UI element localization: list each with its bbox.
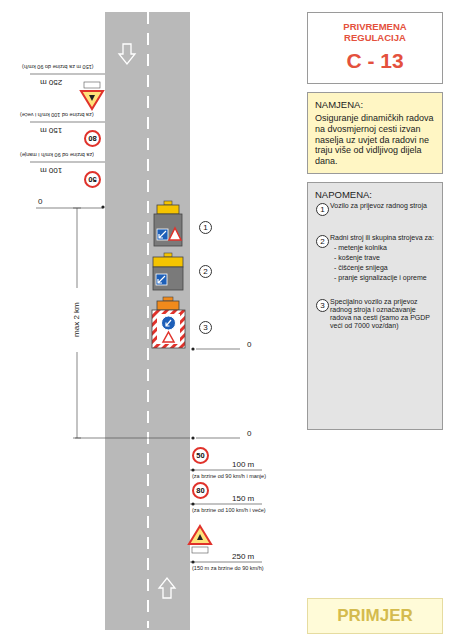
node-text: 50 — [88, 176, 96, 184]
callout-circle: 1 — [316, 203, 329, 216]
callout-circle: 2 — [316, 235, 329, 248]
distance-label: 0 — [247, 429, 251, 438]
marker-dots — [101, 205, 194, 563]
distance-label: 0 — [247, 340, 251, 349]
distance-label: (za brzine od 90 km/h i manje) — [192, 473, 266, 479]
distance-label: - pranje signalizacije i opreme — [334, 274, 427, 282]
node-text: 3 — [320, 302, 324, 310]
watermark-box: PRIMJER — [307, 598, 443, 634]
node-text: 2 — [320, 238, 324, 246]
center-line — [147, 12, 149, 628]
node-text: 80 — [88, 135, 96, 143]
warning-sign — [81, 82, 103, 109]
warning-sign — [189, 526, 211, 553]
node-text: 1 — [203, 224, 207, 232]
distance-label: (za brzine od 100 km/h i veće) — [20, 112, 94, 118]
distance-label: (za brzine od 90 km/h i manje) — [20, 152, 94, 158]
distance-label: 100 m — [232, 460, 254, 469]
transport-vehicle — [154, 201, 182, 246]
node-text: 2 — [203, 268, 207, 276]
node-text: 80 — [196, 487, 204, 495]
leader-lines — [30, 74, 262, 562]
speed-limit-sign: 80 — [84, 130, 101, 147]
callout-circle: 3 — [316, 299, 329, 312]
title-box: PRIVREMENA REGULACIJA C - 13 — [307, 12, 443, 84]
callout-circle: 2 — [199, 265, 212, 278]
distance-label: 250 m — [40, 78, 62, 87]
direction-arrow — [119, 44, 135, 64]
distance-label: (150 m za brzine do 90 km/h) — [22, 64, 94, 70]
purpose-box: NAMJENA: Osiguranje dinamičkih radova na … — [307, 92, 443, 174]
distance-label: - metenje kolnika — [334, 244, 387, 252]
node-text: PRIMJER — [312, 606, 438, 626]
distance-label: 0 — [38, 197, 42, 206]
distance-label: 250 m — [232, 552, 254, 561]
road — [105, 12, 190, 630]
node-text: 3 — [203, 324, 207, 332]
speed-limit-sign: 50 — [84, 171, 101, 188]
direction-arrow — [159, 578, 175, 598]
special-vehicle — [152, 297, 185, 348]
node-text: 50 — [196, 452, 204, 460]
node-text: PRIVREMENA REGULACIJA — [315, 21, 435, 43]
node-text: NAMJENA: — [315, 99, 435, 110]
node-text: 1 — [320, 206, 324, 214]
callout-circle: 1 — [199, 221, 212, 234]
speed-limit-sign: 50 — [192, 447, 209, 464]
distance-label: max 2 km — [72, 295, 81, 345]
note-box: NAPOMENA: 1 2 3 — [307, 182, 443, 430]
distance-label: 150 m — [40, 126, 62, 135]
node-text: Osiguranje dinamičkih radova na dvosmjer… — [315, 113, 435, 167]
note-text: Radni stroj ili skupina strojeva za: — [330, 234, 436, 242]
node-text: NAPOMENA: — [315, 189, 435, 200]
note-text: Specijalno vozilo za prijevoz radnog str… — [330, 298, 436, 330]
distance-label: (za brzine od 100 km/h i veće) — [192, 507, 266, 513]
distance-label: - košenje trave — [334, 254, 380, 262]
distance-label: 150 m — [232, 494, 254, 503]
note-text: Vozilo za prijevoz radnog stroja — [330, 202, 436, 210]
distance-label: 100 m — [40, 166, 62, 175]
distance-label: (150 m za brzine do 90 km/h) — [192, 565, 264, 571]
work-machine — [153, 253, 183, 290]
callout-circle: 3 — [199, 321, 212, 334]
speed-limit-sign: 80 — [192, 482, 209, 499]
distance-label: - čišćenje snijega — [334, 264, 388, 272]
node-text: C - 13 — [315, 49, 435, 73]
